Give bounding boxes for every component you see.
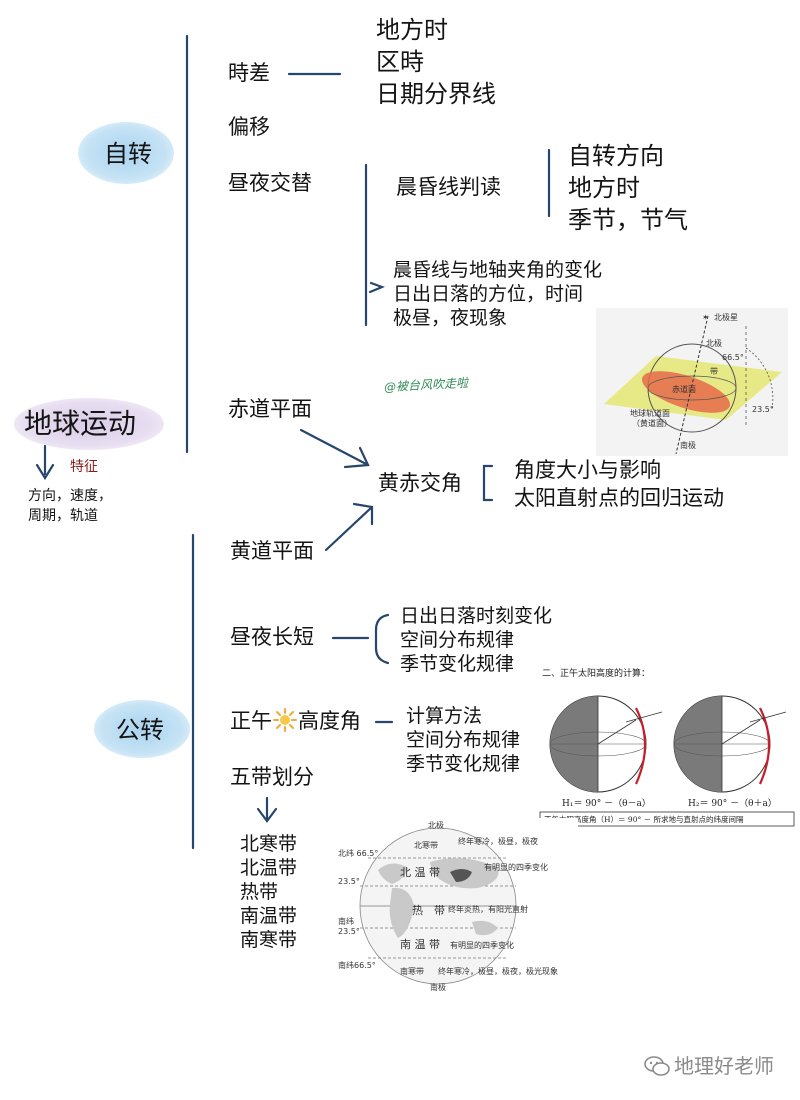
root-node: 地球运动: [24, 407, 137, 440]
terminator-items: 自转方向 地方时 季节，节气: [568, 140, 688, 236]
fig-zone-name: 北寒带: [414, 840, 438, 850]
fig-band: 带: [710, 367, 718, 376]
fig-zone-name: 北 温 带: [400, 866, 440, 879]
fig-north-star: 北极星: [714, 312, 738, 322]
fig-zone-name: 南寒带: [400, 966, 424, 976]
fig-ecliptic-plane: 地球轨道面: [630, 408, 670, 418]
day-night-extra-item: 极昼，夜现象: [393, 307, 508, 329]
ecliptic-plane-node: 黄道平面: [230, 539, 314, 563]
day-length-node: 昼夜长短: [230, 625, 314, 649]
day-length-item: 季节变化规律: [400, 653, 515, 675]
feature-item: 方向，速度，: [28, 488, 112, 504]
terminator-node: 晨昏线判读: [396, 175, 501, 199]
noon-angle-item: 空间分布规律: [406, 729, 521, 751]
fig-zone-north-pole: 北极: [428, 820, 444, 830]
fig-ecliptic-sub: （黄道面）: [632, 418, 672, 428]
fig-zone-desc: 终年寒冷，极昼，极夜: [458, 836, 538, 846]
terminator-item: 自转方向: [568, 142, 664, 170]
terminator-item: 地方时: [568, 174, 640, 202]
fig-zone-desc: 终年炎热，有阳光直射: [448, 904, 528, 914]
fig-noon-caption: 正午太阳高度角（H）＝ 90° － 所求地与直射点的纬度间隔: [544, 814, 744, 824]
noon-altitude-figure: 二、正午太阳高度的计算： H₁＝ 90° －（θ－a） H₂＝ 90° －（θ＋…: [536, 660, 798, 830]
day-night-extra-items: 晨昏线与地轴夹角的变化 日出日落的方位，时间 极昼，夜现象: [393, 258, 602, 330]
day-length-item: 日出日落时刻变化: [400, 605, 553, 627]
noon-angle-item: 季节变化规律: [406, 753, 521, 775]
terminator-item: 季节，节气: [568, 206, 688, 234]
fig-zone-desc: 有明显的四季变化: [450, 940, 514, 950]
watermark: 地理好老师: [644, 1050, 774, 1079]
revolution-highlight: [94, 700, 190, 758]
fig-angle-a: 66.5°: [722, 353, 744, 362]
deflection-node: 偏移: [228, 115, 270, 139]
fig-zone-south-pole: 南极: [430, 982, 446, 992]
fig-noon-title: 二、正午太阳高度的计算：: [542, 667, 650, 679]
zone-item: 北寒带: [240, 833, 298, 855]
five-zones-figure: 北极 南极 北纬 66.5° 23.5° 南纬 23.5° 南纬66.5° 北寒…: [338, 818, 578, 994]
equator-plane-node: 赤道平面: [228, 397, 312, 421]
obliquity-figure: ✶ 北极星 北极 66.5° 带 赤道面 地球轨道面 （黄道面） 23.5° 南…: [596, 308, 788, 456]
obliquity-items: 角度大小与影响 太阳直射点的回归运动: [514, 456, 724, 512]
noon-label: 正午: [230, 709, 272, 733]
zone-item: 北温带: [240, 857, 298, 879]
obliquity-item: 太阳直射点的回归运动: [514, 486, 724, 510]
time-diff-item: 地方时: [376, 16, 448, 44]
noon-angle-items: 计算方法 空间分布规律 季节变化规律: [406, 704, 520, 776]
feature-items: 方向，速度， 周期，轨道: [28, 486, 112, 526]
root-highlight: [14, 398, 164, 450]
noon-angle-item: 计算方法: [406, 705, 483, 727]
fig-lat-label: 23.5°: [338, 927, 360, 936]
fig-south-pole: 南极: [680, 440, 696, 450]
time-diff-node: 時差: [228, 61, 270, 85]
fig-angle-b: 23.5°: [752, 405, 774, 414]
zone-item: 南寒带: [240, 929, 298, 951]
day-night-extra-item: 日出日落的方位，时间: [393, 283, 584, 305]
day-night-extra-item: 晨昏线与地轴夹角的变化: [393, 259, 603, 281]
watermark-text: 地理好老师: [674, 1054, 774, 1078]
fig-lat-label: 南纬: [338, 916, 354, 926]
fig-equator-plane: 赤道面: [672, 384, 696, 394]
five-zones-items: 北寒带 北温带 热带 南温带 南寒带: [240, 832, 297, 952]
time-diff-item: 日期分界线: [376, 80, 496, 108]
day-length-item: 空间分布规律: [400, 629, 515, 651]
north-star-icon: ✶: [702, 313, 709, 322]
feature-label: 特征: [70, 459, 98, 475]
fig-zone-desc: 终年寒冷，极昼，极夜，极光现象: [438, 966, 558, 976]
time-diff-item: 区時: [376, 48, 424, 76]
day-length-items: 日出日落时刻变化 空间分布规律 季节变化规律: [400, 604, 552, 676]
sun-icon: [273, 708, 297, 732]
fig-zone-desc: 有明显的四季变化: [484, 862, 548, 872]
fig-noon-formula1: H₁＝ 90° －（θ－a）: [562, 798, 651, 809]
fig-lat-label: 23.5°: [338, 877, 360, 886]
fig-zone-name: 南 温 带: [400, 938, 440, 951]
feature-item: 周期，轨道: [28, 508, 98, 524]
fig-noon-formula2: H₂＝ 90° －（θ＋a）: [688, 798, 777, 809]
fig-lat-label: 北纬 66.5°: [338, 848, 378, 858]
time-diff-items: 地方时 区時 日期分界线: [376, 14, 496, 110]
day-night-node: 昼夜交替: [228, 171, 312, 195]
fig-lat-label: 南纬66.5°: [338, 960, 376, 970]
altitude-angle-label: 高度角: [298, 709, 361, 733]
rotation-highlight: [78, 122, 174, 184]
fig-zone-name: 热 带: [412, 904, 445, 917]
wechat-icon: [644, 1056, 670, 1076]
five-zones-node: 五带划分: [230, 765, 314, 789]
noon-angle-node: 正午 高度角: [230, 708, 361, 734]
zone-item: 热带: [240, 881, 279, 903]
obliquity-node: 黄赤交角: [378, 471, 462, 495]
rotation-node: 自转: [104, 140, 152, 168]
obliquity-item: 角度大小与影响: [514, 458, 661, 482]
revolution-node: 公转: [116, 716, 164, 744]
zone-item: 南温带: [240, 905, 298, 927]
fig-north-pole: 北极: [706, 338, 722, 348]
